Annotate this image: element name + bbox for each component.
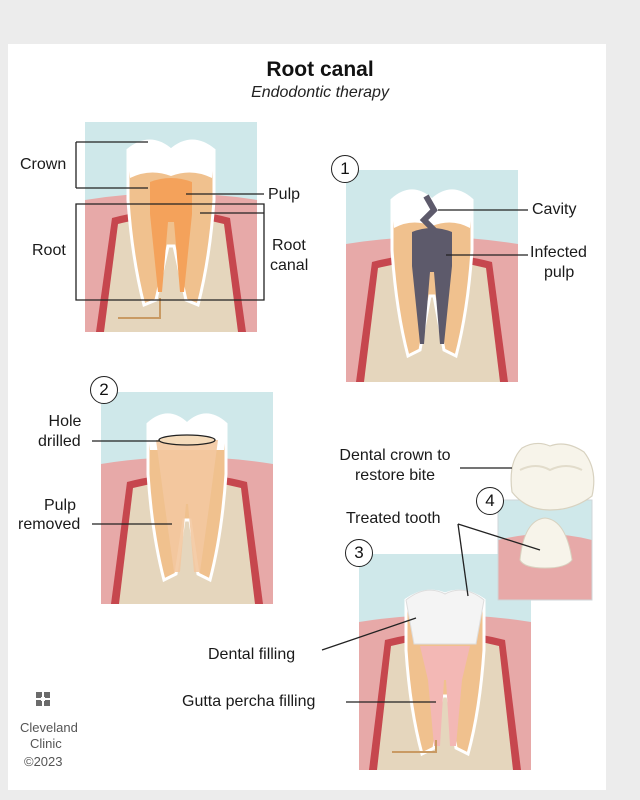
cleveland-clinic-logo-icon xyxy=(36,692,50,706)
step-3-badge: 3 xyxy=(345,539,373,567)
infected-panel xyxy=(346,170,518,382)
logo-line-2: Clinic xyxy=(30,736,62,751)
page-title: Root canal xyxy=(266,58,374,81)
label-dental-filling: Dental filling xyxy=(208,646,296,663)
label-root-canal-1: Root xyxy=(272,237,306,254)
treated-leader-b xyxy=(457,523,541,551)
label-cavity: Cavity xyxy=(532,201,577,218)
treated-leader-a xyxy=(457,523,469,597)
step-2-badge: 2 xyxy=(90,376,118,404)
label-crown-restore-2: restore bite xyxy=(354,467,436,484)
anatomy-panel xyxy=(85,122,257,332)
label-infected-2: pulp xyxy=(544,264,575,281)
logo-copyright: ©2023 xyxy=(24,754,63,769)
crown-bracket xyxy=(75,141,148,189)
step-4-badge: 4 xyxy=(476,487,504,515)
label-treated-tooth: Treated tooth xyxy=(346,510,441,527)
label-infected-1: Infected xyxy=(530,244,587,261)
filled-panel xyxy=(359,554,531,770)
label-removed-2: removed xyxy=(18,516,81,533)
page-subtitle: Endodontic therapy xyxy=(251,84,389,101)
step-1-badge: 1 xyxy=(331,155,359,183)
drilled-panel xyxy=(101,392,273,604)
label-root: Root xyxy=(32,242,66,259)
label-crown: Crown xyxy=(20,156,67,173)
label-hole-1: Hole xyxy=(48,413,82,430)
label-pulp: Pulp xyxy=(268,186,301,203)
filling-leader xyxy=(321,617,417,651)
root-bracket xyxy=(75,203,265,301)
label-removed-1: Pulp xyxy=(43,497,77,514)
dental-crown-cap xyxy=(510,442,595,511)
logo-line-1: Cleveland xyxy=(20,720,78,735)
label-root-canal-2: canal xyxy=(270,257,309,274)
label-gutta-percha: Gutta percha filling xyxy=(182,693,316,710)
label-hole-2: drilled xyxy=(38,433,81,450)
label-crown-restore-1: Dental crown to xyxy=(339,447,451,464)
crown-panel xyxy=(498,500,592,600)
